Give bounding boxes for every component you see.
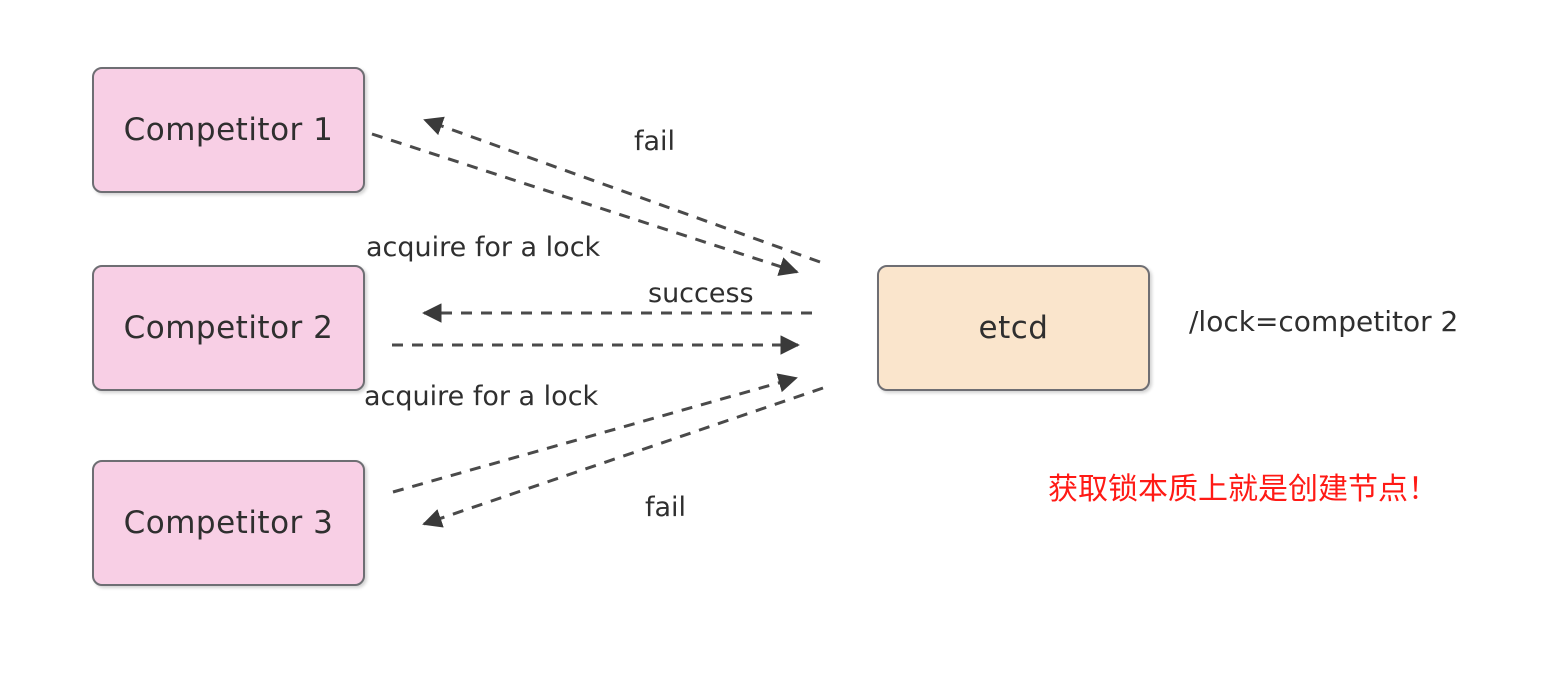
node-competitor-3-label: Competitor 3 bbox=[123, 505, 334, 541]
node-competitor-3[interactable]: Competitor 3 bbox=[92, 460, 365, 586]
node-competitor-1[interactable]: Competitor 1 bbox=[92, 67, 365, 193]
node-competitor-2[interactable]: Competitor 2 bbox=[92, 265, 365, 391]
edge-label-fail-bottom: fail bbox=[645, 492, 687, 523]
annotation-lock-key: /lock=competitor 2 bbox=[1189, 305, 1459, 338]
annotation-callout: 获取锁本质上就是创建节点！ bbox=[1048, 472, 1438, 507]
edge-label-success: success bbox=[648, 278, 754, 309]
edge-label-fail-top: fail bbox=[634, 126, 676, 157]
node-etcd-label: etcd bbox=[978, 310, 1049, 346]
node-competitor-2-label: Competitor 2 bbox=[123, 310, 334, 346]
node-etcd[interactable]: etcd bbox=[877, 265, 1150, 391]
node-competitor-1-label: Competitor 1 bbox=[123, 112, 334, 148]
edge-label-acquire-top: acquire for a lock bbox=[366, 232, 601, 263]
edge-label-acquire-bottom: acquire for a lock bbox=[364, 381, 599, 412]
